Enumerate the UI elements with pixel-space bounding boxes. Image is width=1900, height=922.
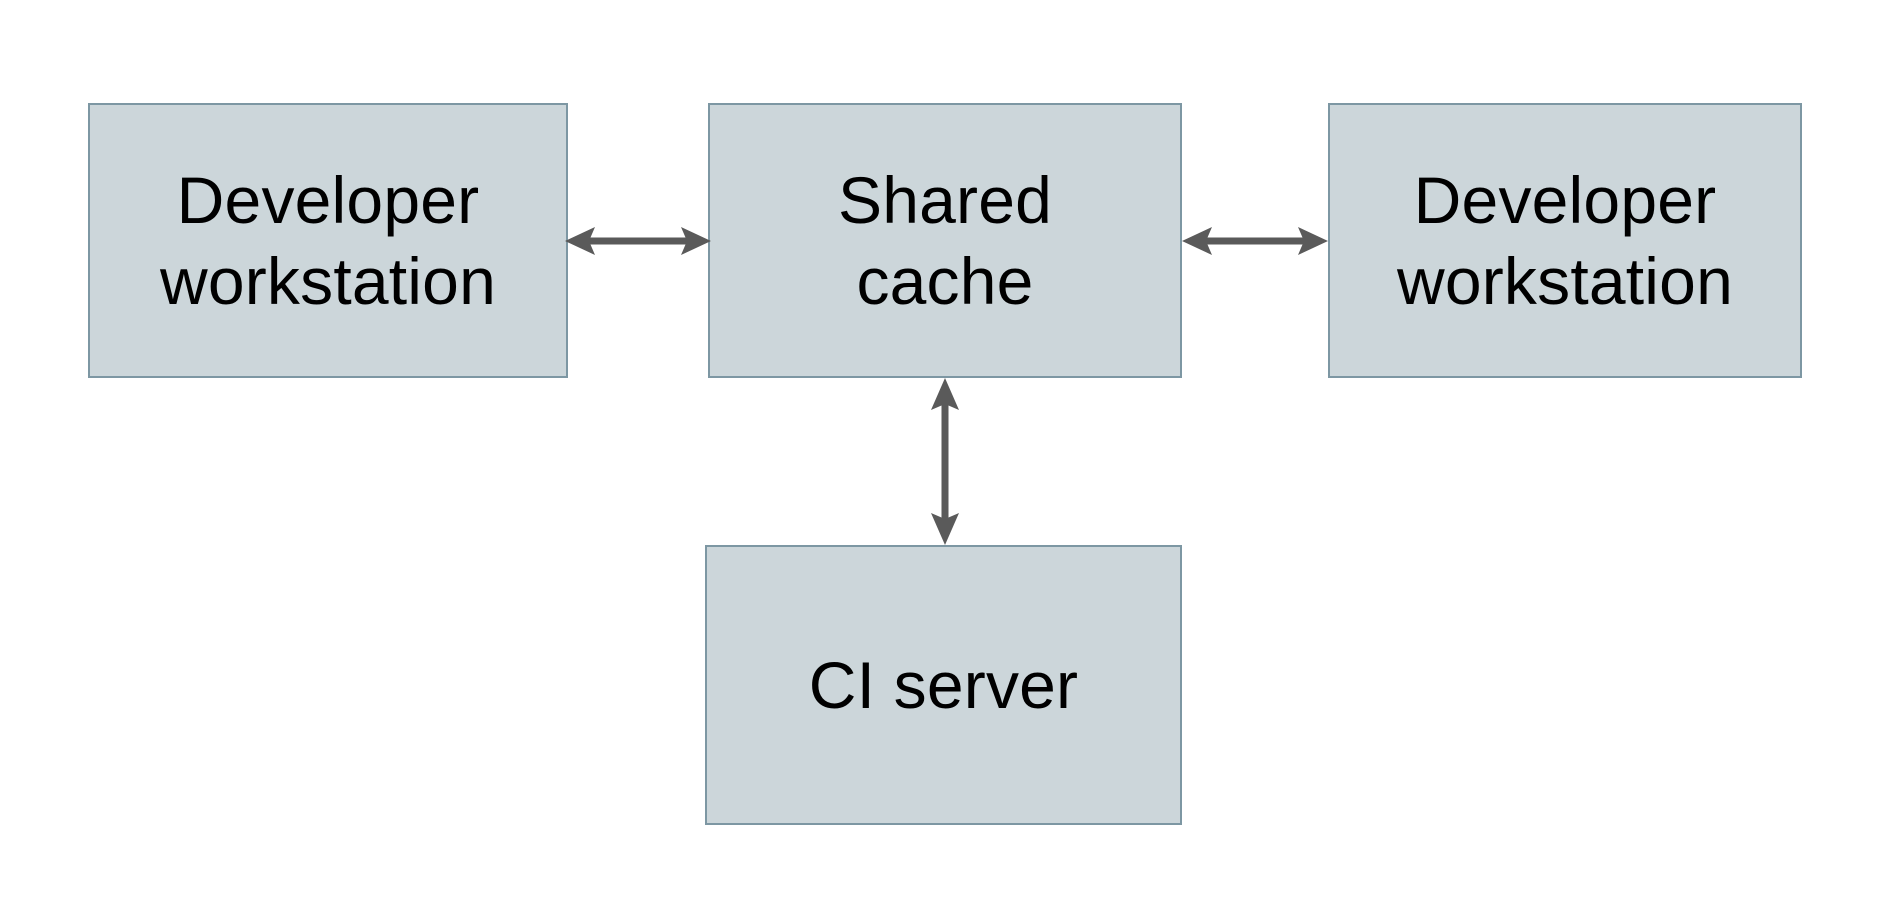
node-label: Developer workstation (159, 162, 496, 318)
edge-bidirectional-arrow-left (565, 211, 711, 271)
node-label: Developer workstation (1396, 162, 1733, 318)
edge-bidirectional-arrow-right (1182, 211, 1328, 271)
double-headed-arrow-icon (565, 226, 711, 255)
node-label: CI server (808, 647, 1079, 722)
node-label: Shared cache (837, 162, 1053, 318)
node-shared-cache[interactable]: Shared cache (708, 103, 1182, 378)
node-ci-server[interactable]: CI server (705, 545, 1182, 825)
node-developer-workstation-right[interactable]: Developer workstation (1328, 103, 1802, 378)
node-developer-workstation-left[interactable]: Developer workstation (88, 103, 568, 378)
double-headed-arrow-icon (1182, 226, 1328, 255)
double-headed-arrow-icon (931, 378, 959, 545)
edge-bidirectional-arrow-bottom (915, 378, 975, 545)
